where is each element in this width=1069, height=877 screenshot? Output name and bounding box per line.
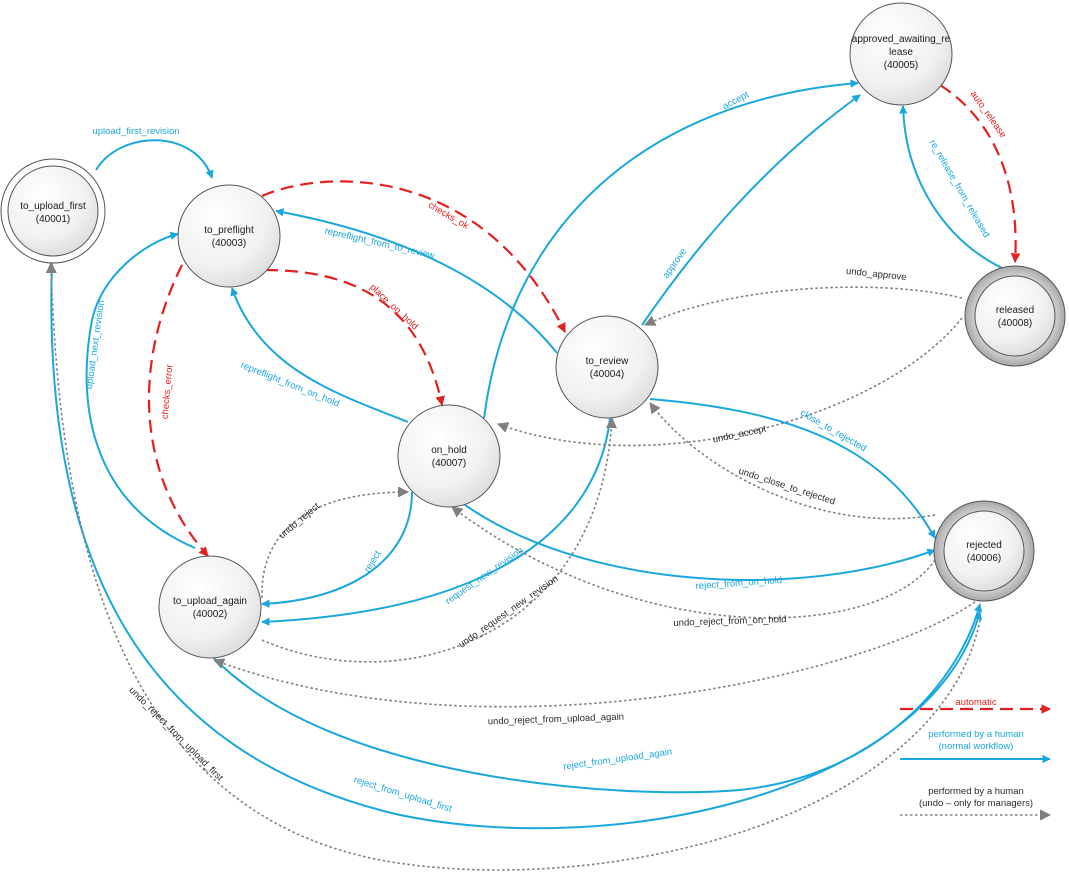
state-name-line1: approved_awaiting_re <box>852 34 951 45</box>
legend-human-label-line2: (normal workflow) <box>939 741 1014 752</box>
state-name-label: on_hold <box>431 445 467 456</box>
edge-undo-reject-from-upload-first <box>45 261 981 871</box>
edge-repreflight-from-to-review <box>275 208 558 354</box>
label-reject: reject <box>362 549 384 575</box>
label-repreflight-from-to-review: repreflight_from_to_review <box>324 226 436 262</box>
edge-undo-approve <box>643 286 963 326</box>
state-name-label: to_upload_first <box>20 201 86 212</box>
state-released: released (40008) <box>964 265 1066 367</box>
state-name-label: rejected <box>966 540 1002 551</box>
state-code-label: (40001) <box>36 214 70 225</box>
state-code-label: (40008) <box>998 318 1032 329</box>
label-repreflight-from-on-hold: repreflight_from_on_hold <box>239 360 341 410</box>
state-code-label: (40005) <box>884 60 918 71</box>
edge-place-on-hold <box>264 268 445 406</box>
label-checks-error: checks_error <box>160 364 176 420</box>
state-code-label: (40004) <box>590 369 624 380</box>
label-undo-approve: undo_approve <box>845 266 907 283</box>
state-rejected: rejected (40006) <box>933 500 1035 602</box>
state-name-label: to_preflight <box>204 225 254 236</box>
legend: automatic performed by a human (normal w… <box>919 697 1033 809</box>
edge-reject <box>261 491 413 608</box>
label-undo-reject-from-upload-first: undo_reject_from_upload_first <box>127 685 226 784</box>
edge-auto-release <box>939 84 1021 263</box>
state-to-upload-first: to_upload_first (40001) <box>0 158 106 264</box>
state-name-label: to_review <box>586 356 630 367</box>
state-to-review: to_review (40004) <box>555 315 659 419</box>
state-name-label: to_upload_again <box>173 596 247 607</box>
edge-undo-close-to-rejected <box>649 402 936 520</box>
edge-accept <box>483 79 859 419</box>
edge-undo-reject-from-on-hold <box>451 506 936 619</box>
label-reject-from-upload-again: reject_from_upload_again <box>562 746 672 772</box>
label-approve: approve <box>661 246 690 280</box>
label-undo-reject: undo_reject <box>277 501 322 542</box>
state-to-preflight: to_preflight (40003) <box>177 184 281 288</box>
label-undo-close-to-rejected: undo_close_to_rejected <box>737 466 836 508</box>
label-undo-reject-from-upload-again: undo_reject_from_upload_again <box>488 712 625 728</box>
edge-undo-accept <box>496 317 963 447</box>
legend-automatic-label: automatic <box>955 697 996 708</box>
edge-approve <box>641 94 861 326</box>
edge-close-to-rejected <box>649 398 936 539</box>
edge-checks-ok <box>261 180 566 333</box>
edge-undo-reject-from-upload-again <box>212 601 976 708</box>
state-code-label: (40006) <box>967 553 1001 564</box>
label-re-release-from-released: re_release_from_released <box>927 138 992 240</box>
state-name-label: released <box>996 305 1034 316</box>
edge-undo-reject <box>261 486 410 599</box>
label-request-new-revision: request_new_revision <box>444 545 526 607</box>
state-on-hold: on_hold (40007) <box>397 404 501 508</box>
edge-reject-from-upload-again <box>211 603 983 794</box>
state-approved-awaiting-release: approved_awaiting_re lease (40005) <box>849 2 953 106</box>
edge-checks-error <box>147 264 209 557</box>
label-upload-first-revision: upload_first_revision <box>92 126 179 137</box>
label-undo-reject-from-on-hold: undo_reject_from_on_hold <box>673 614 786 629</box>
edge-request-new-revision <box>261 417 611 626</box>
edge-upload-first-revision <box>95 139 214 179</box>
label-undo-accept: undo_accept <box>712 423 768 445</box>
legend-undo-label-line1: performed by a human <box>928 786 1024 797</box>
label-accept: accept <box>721 89 751 112</box>
state-to-upload-again: to_upload_again (40002) <box>158 555 262 659</box>
state-code-label: (40003) <box>212 238 246 249</box>
legend-undo-label-line2: (undo – only for managers) <box>919 798 1033 809</box>
state-name-line2: lease <box>889 47 913 58</box>
edge-repreflight-from-on-hold <box>230 287 409 423</box>
edge-reject-from-upload-first <box>50 261 982 830</box>
label-reject-from-upload-first: reject_from_upload_first <box>352 774 453 814</box>
label-reject-from-on-hold: reject_from_on_hold <box>695 575 782 592</box>
edge-reject-from-on-hold <box>457 499 936 581</box>
label-place-on-hold: place_on_hold <box>367 282 420 332</box>
state-code-label: (40007) <box>432 458 466 469</box>
legend-human-label-line1: performed by a human <box>928 729 1024 740</box>
state-code-label: (40002) <box>193 609 227 620</box>
edge-re-release-from-released <box>899 105 1003 269</box>
edge-upload-next-revision <box>85 231 196 549</box>
